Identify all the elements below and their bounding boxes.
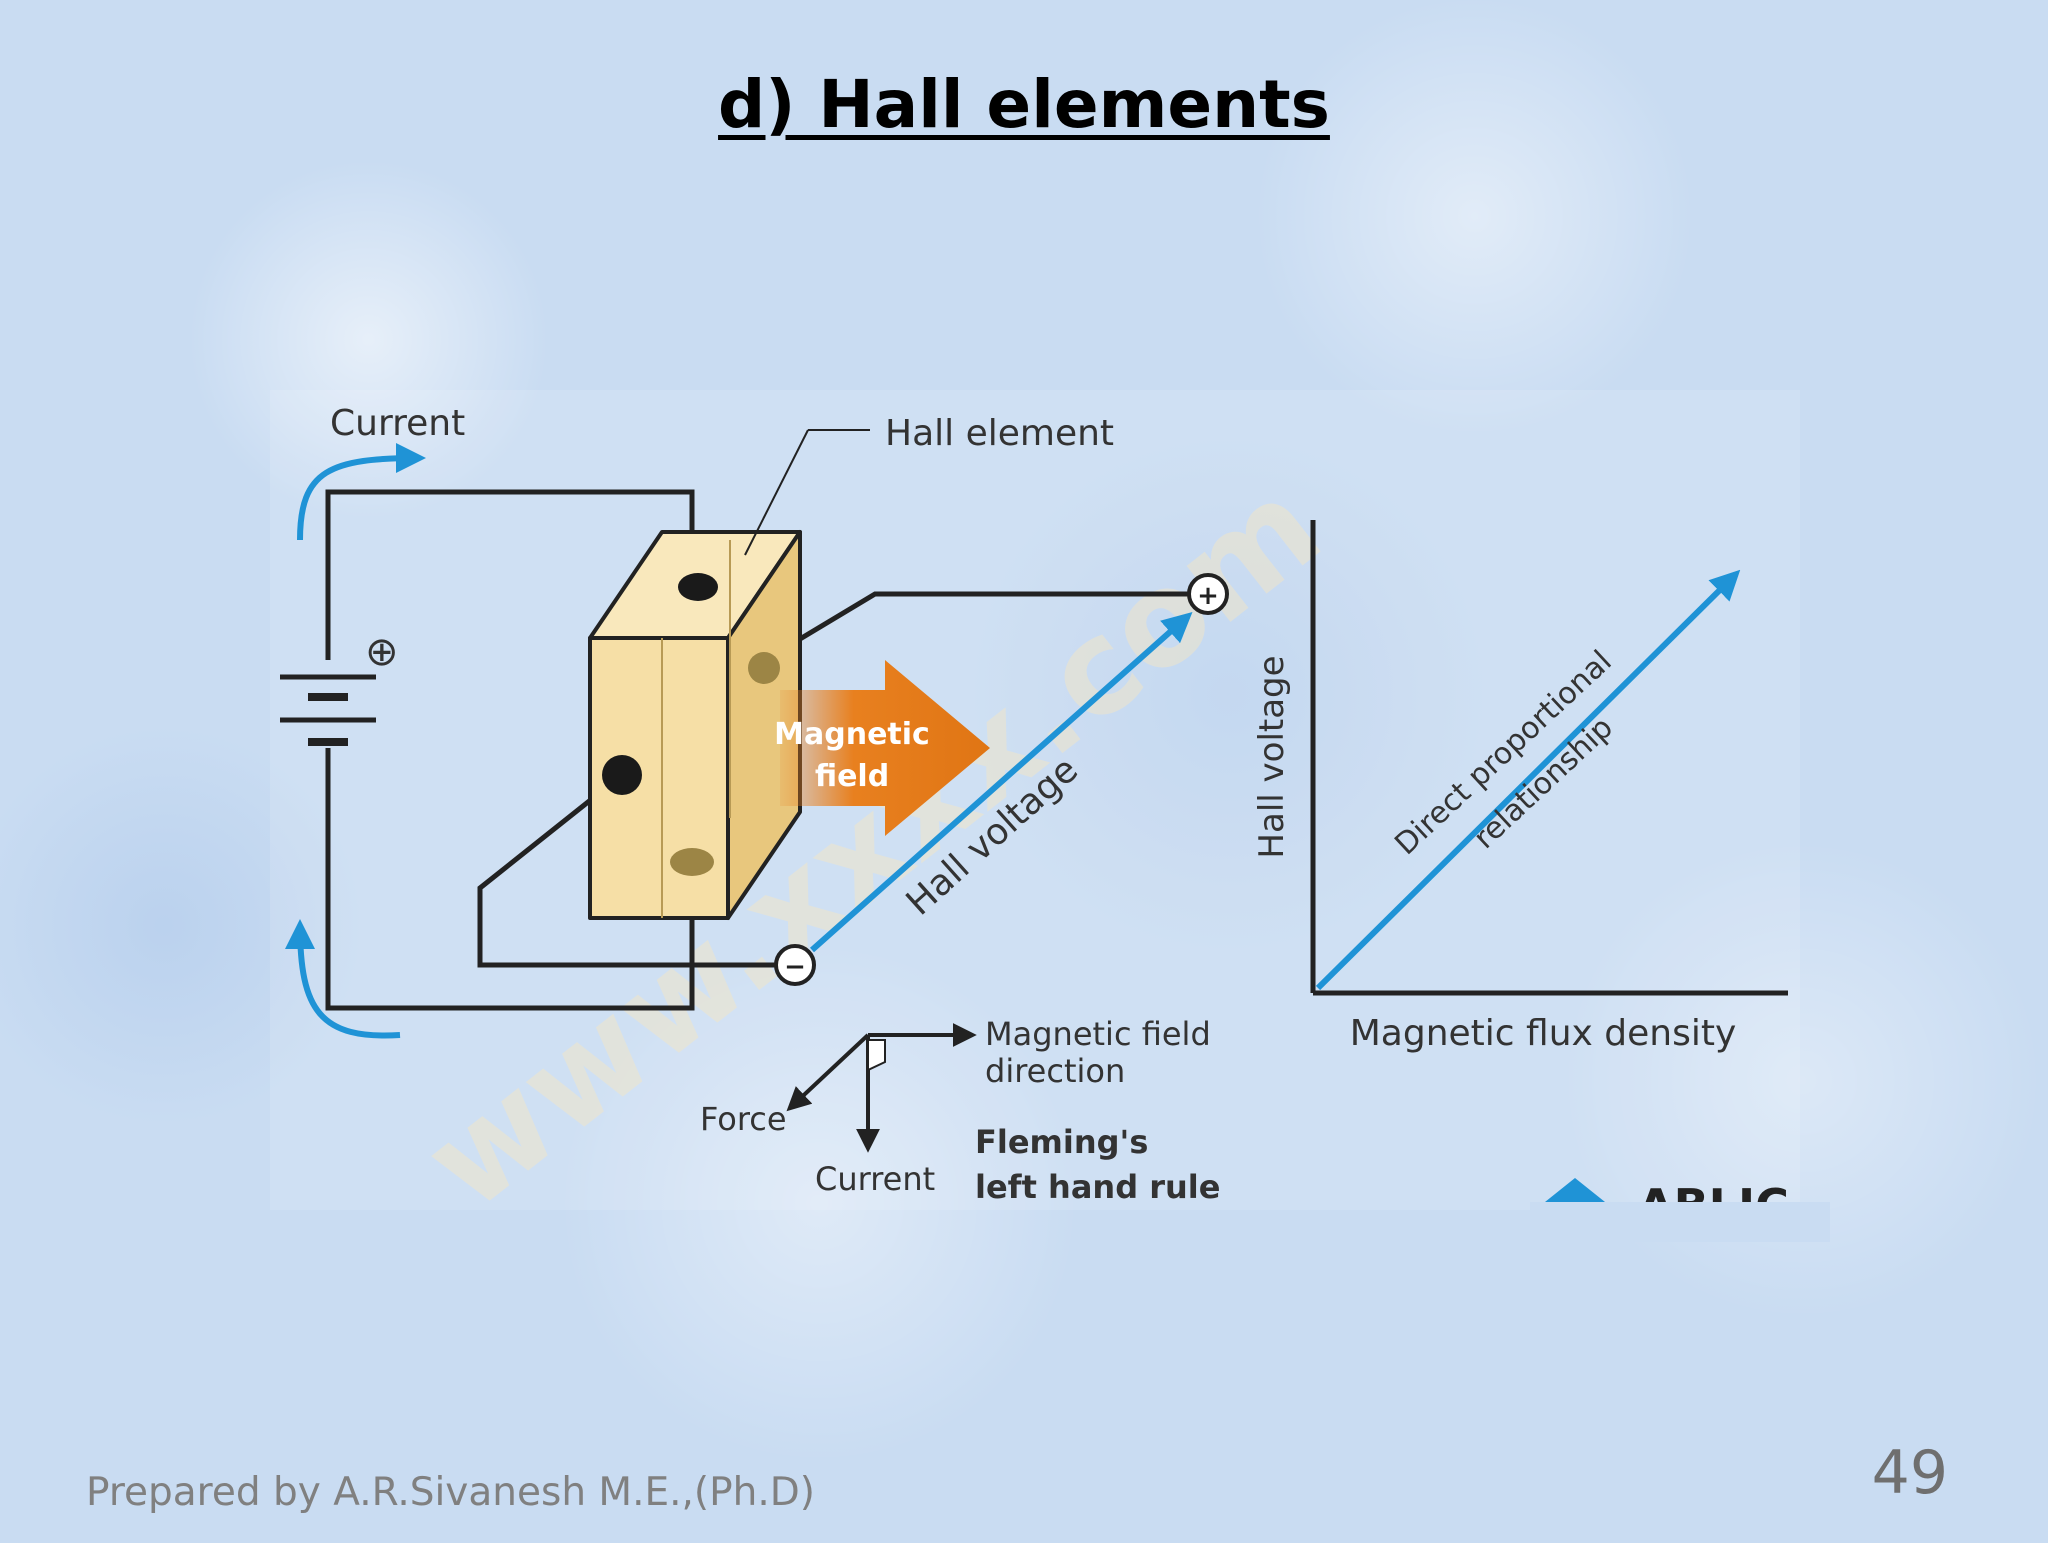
hall-element-block: [588, 530, 802, 920]
footer-credit: Prepared by A.R.Sivanesh M.E.,(Ph.D): [86, 1470, 816, 1515]
fleming-axes: [786, 1023, 977, 1153]
terminal-positive-label: +: [1197, 581, 1219, 611]
diagram-backdrop: [270, 390, 1800, 1210]
graph-x-label: Magnetic flux density: [1350, 1013, 1737, 1054]
magnetic-field-label-2: field: [815, 759, 889, 794]
battery-plus-label: ⊕: [365, 629, 399, 675]
graph-y-label: Hall voltage: [1252, 655, 1292, 858]
hall-element-leader: [744, 429, 809, 556]
slide-title: d) Hall elements: [718, 66, 1330, 143]
magnetic-field-arrow: [780, 660, 990, 836]
graph-axes: [1310, 520, 1788, 996]
fleming-rule-label-2: left hand rule: [975, 1168, 1220, 1206]
battery-symbol: [280, 674, 376, 746]
magnetic-field-label-1: Magnetic: [774, 717, 930, 752]
current-label-top: Current: [330, 403, 465, 444]
terminal-negative-label: −: [784, 952, 806, 982]
fleming-rule-label-1: Fleming's: [975, 1123, 1148, 1161]
fleming-force-label: Force: [700, 1100, 787, 1138]
fleming-field-label-1: Magnetic field: [985, 1015, 1211, 1053]
hall-element-contacts: [602, 573, 780, 876]
graph-proportional-line: [1315, 569, 1741, 991]
terminal-negative: −: [774, 944, 816, 986]
fleming-field-label-2: direction: [985, 1052, 1125, 1090]
hall-voltage-line: [810, 612, 1193, 953]
ablic-logo: ABLIC: [1530, 1178, 1830, 1242]
current-arrow-top: [297, 443, 426, 541]
page-number: 49: [1871, 1438, 1948, 1508]
terminal-positive: +: [1187, 573, 1229, 615]
current-arrow-bottom: [285, 919, 401, 1039]
fleming-current-label: Current: [815, 1160, 935, 1198]
hall-element-label: Hall element: [885, 413, 1114, 454]
